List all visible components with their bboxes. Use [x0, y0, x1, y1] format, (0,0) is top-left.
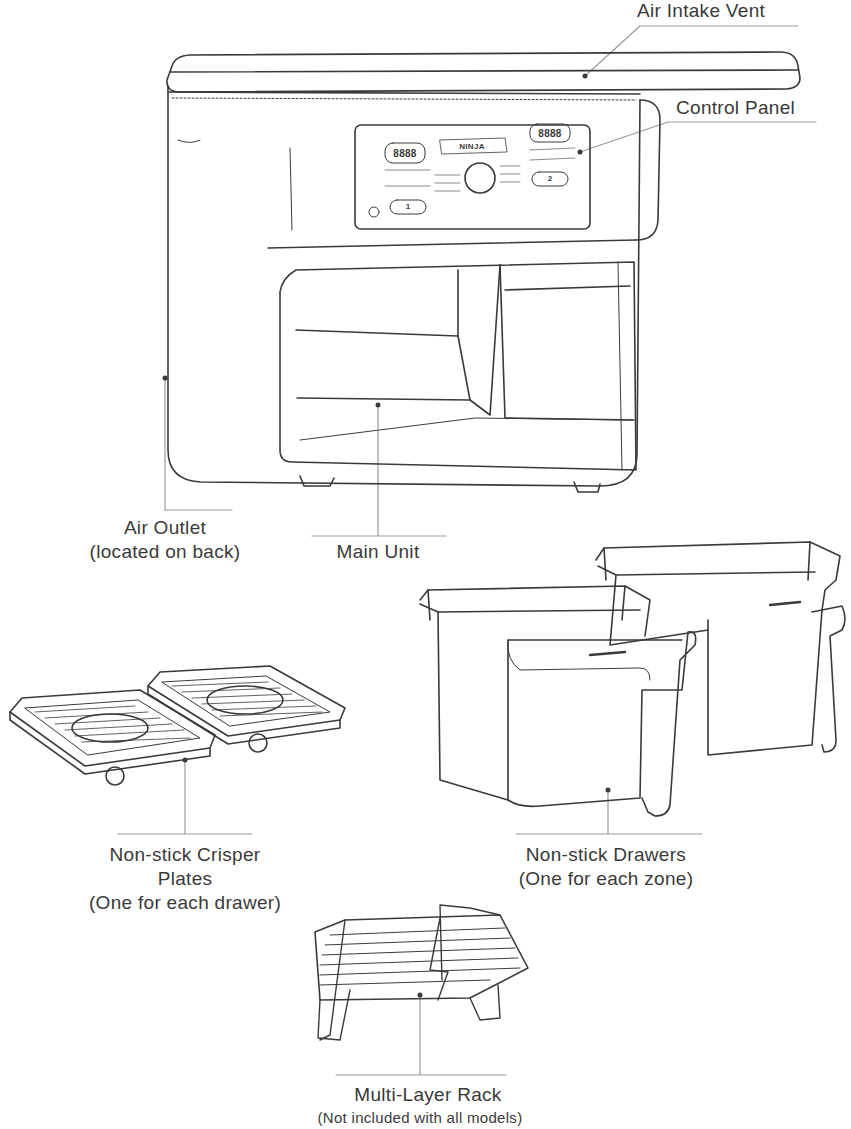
drawers-drawing	[420, 542, 845, 816]
display-digits: 8888	[385, 147, 425, 161]
part-label: Air Intake Vent	[637, 0, 847, 23]
part-note: (Not included with all models)	[270, 1106, 570, 1129]
part-note: (One for each zone)	[496, 867, 716, 891]
display-digits: 8888	[530, 127, 570, 141]
multi-layer-rack-drawing	[315, 905, 528, 1040]
part-note: (One for each drawer)	[55, 891, 315, 915]
part-label: Control Panel	[676, 96, 846, 120]
zone-number: 1	[398, 201, 418, 213]
part-label: Non-stick Crisper Plates	[100, 843, 270, 891]
part-label: Main Unit	[298, 540, 458, 564]
part-label: Air Outlet	[65, 516, 265, 540]
part-note: (located on back)	[55, 540, 275, 564]
part-label: Non-stick Drawers	[496, 843, 716, 867]
zone-number: 2	[540, 173, 560, 185]
brand-logo: NINJA	[447, 141, 497, 153]
crisper-plates-drawing	[10, 666, 345, 785]
part-label: Multi-Layer Rack	[318, 1083, 538, 1107]
